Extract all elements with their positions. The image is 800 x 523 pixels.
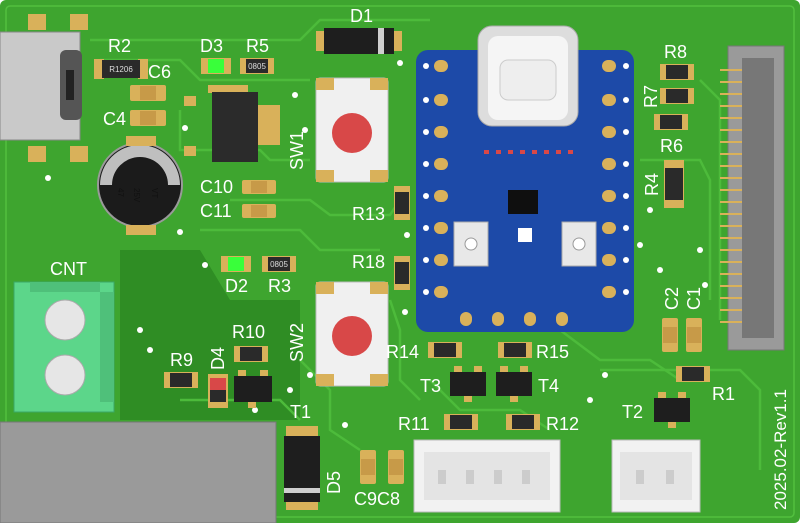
label-r4: R4 bbox=[642, 173, 662, 196]
capacitor-c11 bbox=[242, 204, 276, 218]
usb-c-port bbox=[0, 14, 88, 162]
resistor-r3: 0805 bbox=[262, 256, 296, 272]
label-c4: C4 bbox=[103, 109, 126, 129]
label-d4: D4 bbox=[208, 347, 228, 370]
mcu-module bbox=[416, 25, 634, 332]
label-r5: R5 bbox=[246, 36, 269, 56]
resistor-r1 bbox=[676, 366, 710, 382]
label-r3: R3 bbox=[268, 276, 291, 296]
transistor-t3 bbox=[450, 366, 486, 402]
diode-d1 bbox=[316, 28, 402, 54]
revision-label: 2025.02-Rev1.1 bbox=[771, 389, 790, 510]
transistor-t4 bbox=[496, 366, 532, 402]
transistor-q-left bbox=[234, 370, 272, 408]
label-r1: R1 bbox=[712, 384, 735, 404]
label-r15: R15 bbox=[536, 342, 569, 362]
label-r10: R10 bbox=[232, 322, 265, 342]
capacitor-c1 bbox=[686, 318, 702, 352]
r2-marking: R1206 bbox=[109, 65, 133, 74]
label-cnt: CNT bbox=[50, 259, 87, 279]
resistor-r5: 0805 bbox=[240, 58, 274, 74]
resistor-r14 bbox=[428, 342, 462, 358]
resistor-r8 bbox=[660, 64, 694, 80]
label-t1: T1 bbox=[290, 402, 311, 422]
label-d1: D1 bbox=[350, 6, 373, 26]
label-c2: C2 bbox=[662, 287, 682, 310]
resistor-r9 bbox=[164, 372, 198, 388]
electrolytic-capacitor: 47 25V VT bbox=[97, 136, 183, 235]
jst-connector-4pin bbox=[413, 439, 561, 513]
tactile-switch-sw2 bbox=[315, 281, 389, 387]
cap-vt: VT bbox=[150, 188, 159, 198]
label-r2: R2 bbox=[108, 36, 131, 56]
capacitor-c8 bbox=[388, 450, 404, 484]
resistor-r6 bbox=[654, 114, 688, 130]
capacitor-c9 bbox=[360, 450, 376, 484]
r3-marking: 0805 bbox=[270, 260, 288, 269]
transistor-t2 bbox=[654, 392, 690, 428]
label-c1: C1 bbox=[684, 287, 704, 310]
resistor-r13 bbox=[394, 186, 410, 220]
label-sw2: SW2 bbox=[287, 323, 307, 362]
label-r8: R8 bbox=[664, 42, 687, 62]
label-sw1: SW1 bbox=[287, 131, 307, 170]
capacitor-c4 bbox=[130, 110, 166, 126]
label-c11: C11 bbox=[200, 201, 232, 221]
label-t4: T4 bbox=[538, 376, 559, 396]
label-r13: R13 bbox=[352, 204, 385, 224]
cap-voltage: 25V bbox=[132, 188, 141, 203]
diode-d4 bbox=[208, 374, 228, 408]
label-d2: D2 bbox=[225, 276, 248, 296]
jst-connector-2pin bbox=[611, 439, 701, 513]
resistor-r4 bbox=[664, 160, 684, 208]
resistor-r11 bbox=[444, 414, 478, 430]
resistor-r18 bbox=[394, 256, 410, 290]
capacitor-c2 bbox=[662, 318, 678, 352]
label-t3: T3 bbox=[420, 376, 441, 396]
label-c6: C6 bbox=[148, 62, 171, 82]
label-c10: C10 bbox=[200, 177, 233, 197]
label-d5: D5 bbox=[324, 471, 344, 494]
resistor-r2: R1206 bbox=[94, 59, 148, 79]
trace-group bbox=[90, 18, 762, 470]
label-t2: T2 bbox=[622, 402, 643, 422]
label-c9c8: C9C8 bbox=[354, 489, 400, 509]
fpc-connector bbox=[720, 45, 785, 351]
resistor-r15 bbox=[498, 342, 532, 358]
led-d3 bbox=[201, 58, 231, 74]
resistor-r7 bbox=[660, 88, 694, 104]
label-r9: R9 bbox=[170, 350, 193, 370]
cap-uf: 47 bbox=[116, 188, 125, 197]
capacitor-c10 bbox=[242, 180, 276, 194]
label-r11: R11 bbox=[398, 414, 430, 434]
voltage-regulator bbox=[184, 85, 280, 162]
label-r7: R7 bbox=[641, 85, 661, 108]
label-r18: R18 bbox=[352, 252, 385, 272]
label-r6: R6 bbox=[660, 136, 683, 156]
tactile-switch-sw1 bbox=[315, 77, 389, 183]
power-jack bbox=[0, 421, 277, 523]
capacitor-c6 bbox=[130, 85, 166, 101]
label-r12: R12 bbox=[546, 414, 579, 434]
label-r14: R14 bbox=[386, 342, 419, 362]
r5-marking: 0805 bbox=[248, 62, 266, 71]
diode-d5 bbox=[284, 426, 320, 510]
resistor-r10 bbox=[234, 346, 268, 362]
led-d2 bbox=[221, 256, 251, 272]
resistor-r12 bbox=[506, 414, 540, 430]
screw-terminal-cnt bbox=[13, 281, 115, 413]
label-d3: D3 bbox=[200, 36, 223, 56]
